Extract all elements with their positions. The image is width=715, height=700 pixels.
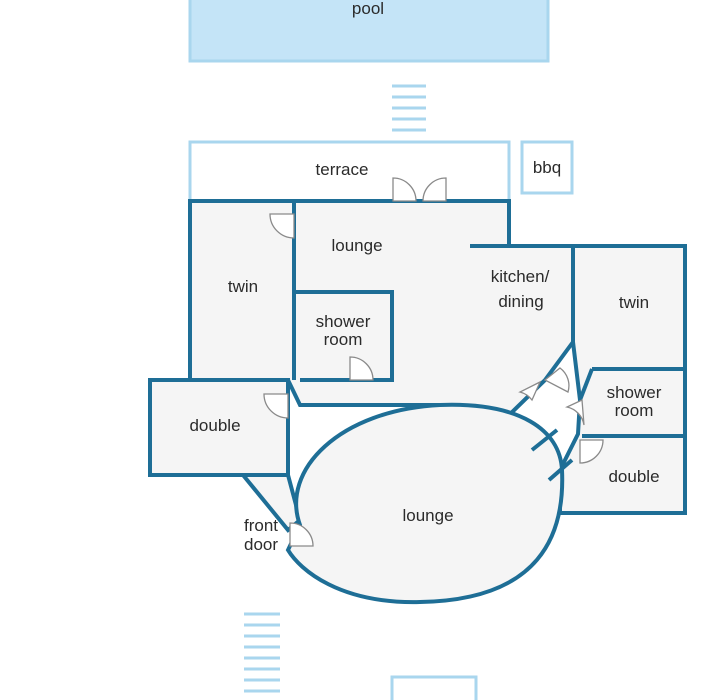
shower-left-label-1: shower [316,312,371,331]
door-twin-left [269,213,295,239]
bbq-label: bbq [533,158,561,177]
main-lounge-walls [285,402,565,605]
door-kitchen-right [543,367,570,393]
door-kitchen-left [518,380,542,402]
door-shower-right [564,399,585,426]
steps-bottom [244,612,280,693]
shower-right-label-1: shower [607,383,662,402]
wall-shower-left [294,290,394,382]
door-front [289,522,314,547]
jamb-lower [547,458,574,482]
door-shower-left [349,356,374,381]
kitchen-label-1: kitchen/ [491,267,550,286]
shower-left-label-2: room [324,330,363,349]
wall-shower-right-left [578,368,594,401]
front-door-label-1: front [244,516,278,535]
pool-label: pool [352,0,384,18]
jamb-upper [530,428,559,452]
front-door-label-2: door [244,535,278,554]
entrance-landing [390,675,478,700]
bbq-area [520,140,574,195]
door-double-left [263,393,289,419]
twin-right-label: twin [619,293,649,312]
double-left-label: double [189,416,240,435]
shower-right-label-2: room [615,401,654,420]
door-double-right [579,439,604,464]
pool-area [188,0,550,63]
door-terrace-double [392,177,447,202]
double-right-label: double [608,467,659,486]
twin-left-label: twin [228,277,258,296]
lounge-main-label: lounge [402,506,453,525]
lounge-top-label: lounge [331,236,382,255]
terrace-area [188,140,511,204]
steps-top [392,84,426,132]
terrace-label: terrace [316,160,369,179]
kitchen-label-2: dining [498,292,543,311]
